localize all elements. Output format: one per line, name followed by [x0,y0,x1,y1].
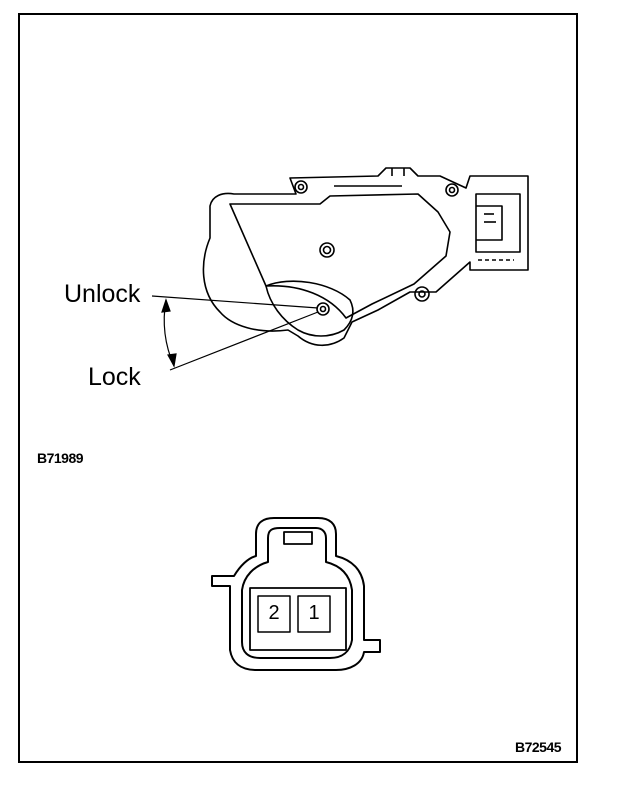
connector-face [211,517,381,671]
connector-inner-shell [241,527,353,659]
figure-code-top: B71989 [37,450,84,466]
connector-pin-1: 1 [308,602,320,624]
lock-line [169,311,319,371]
terminal-cell-2 [257,595,291,633]
unlock-label: Unlock [64,280,141,308]
terminal-cell-1 [297,595,331,633]
door-lock-motor [202,167,529,347]
mount-hole-1 [294,180,308,194]
motor-housing-outline [202,167,529,347]
diagram-frame [18,13,578,763]
connector-outer-shell [211,517,381,671]
terminal-window [249,587,347,651]
connector-housing [475,193,521,253]
lock-label: Lock [88,363,141,391]
connector-latch [283,531,313,545]
lever-pivot [316,302,330,316]
motor-inner-panel [229,193,451,319]
connector-pin-2: 2 [268,602,280,624]
lever-boss [265,280,354,337]
mount-hole-2 [445,183,459,197]
connector-inner [476,205,503,241]
center-hole [319,242,335,258]
mount-hole-3 [414,286,430,302]
lever-position-indicator [151,295,319,371]
figure-code-bottom: B72545 [515,739,562,755]
unlock-line [151,295,319,309]
